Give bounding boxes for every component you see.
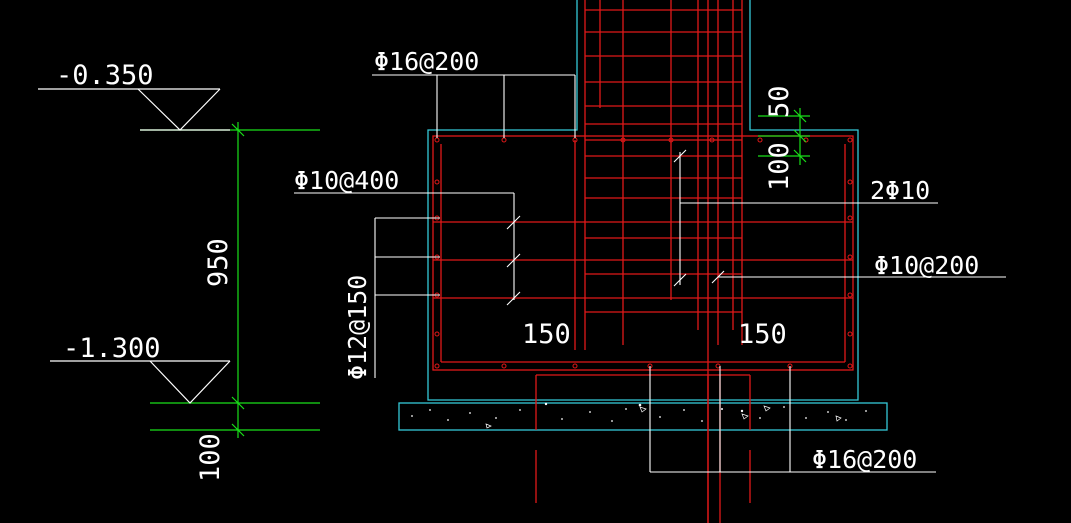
dimension-label-100-right: 100 xyxy=(764,142,795,191)
rebar-label-stirrup: Φ10@400 xyxy=(294,166,399,195)
blinding-pad-hatch xyxy=(411,402,867,429)
rebar-label-bottom: Φ16@200 xyxy=(812,445,917,474)
dimension-lines xyxy=(140,108,810,438)
dimension-label-950: 950 xyxy=(203,238,234,287)
rebar-label-phi10-200: Φ10@200 xyxy=(874,251,979,280)
dimension-label-100-left: 100 xyxy=(195,433,226,482)
dimension-label-50: 50 xyxy=(764,85,795,118)
concrete-outline xyxy=(398,0,888,431)
rebar-label-2phi10: 2Φ10 xyxy=(870,176,930,205)
elevation-label-bottom: -1.300 xyxy=(63,333,161,364)
elevation-markers xyxy=(38,88,231,404)
beam-stirrup xyxy=(432,135,854,371)
dimension-label-150-left: 150 xyxy=(522,319,571,350)
leader-lines xyxy=(294,74,1006,473)
rebar-lines xyxy=(432,0,854,523)
beam-column-outline xyxy=(427,0,859,401)
elevation-triangle-top xyxy=(137,88,221,131)
blinding-pad-outline xyxy=(398,402,888,431)
rebar-label-side: Φ12@150 xyxy=(343,275,372,380)
dimension-label-150-right: 150 xyxy=(738,319,787,350)
elevation-label-top: -0.350 xyxy=(56,60,154,91)
elevation-triangle-bottom xyxy=(149,360,231,404)
rebar-label-top: Φ16@200 xyxy=(374,47,479,76)
